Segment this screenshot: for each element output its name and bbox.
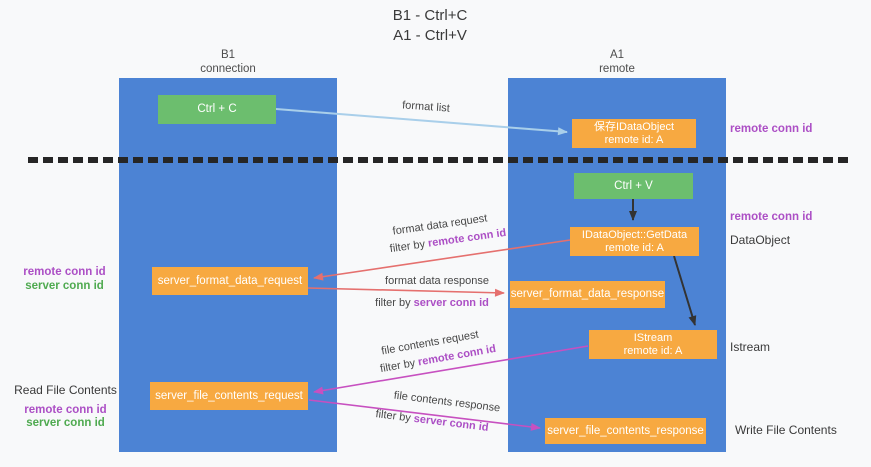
annotation-istream: Istream [730, 340, 771, 354]
label-format-list-text: format list [401, 99, 451, 115]
annotation-format-server-conn-id: server conn id [25, 279, 104, 292]
filter-prefix: filter by [379, 356, 420, 376]
node-save-idataobject-line2: remote id: A [604, 133, 664, 146]
node-ctrl-c: Ctrl + C [158, 95, 276, 124]
node-save-idataobject: 保存IDataObject remote id: A [572, 119, 696, 148]
filter-prefix: filter by [389, 237, 429, 256]
node-save-idataobject-line1: 保存IDataObject [593, 120, 675, 133]
lane-header-b1: B1 connection [119, 48, 337, 76]
annotation-format-remote-conn-id: remote conn id [23, 266, 106, 278]
annotation-dataobject: DataObject [730, 233, 791, 247]
dashed-separator-line [28, 157, 850, 163]
node-server-format-data-request: server_format_data_request [152, 267, 308, 295]
node-ctrl-c-label: Ctrl + C [197, 103, 237, 115]
node-istream-line1: IStream [633, 331, 673, 344]
node-format-response-label: server_format_data_response [510, 288, 665, 300]
node-ctrl-v-label: Ctrl + V [614, 179, 653, 192]
label-file-response-filter: filter by server conn id [375, 408, 489, 434]
annotation-file-server-conn-id: server conn id [26, 417, 105, 429]
lane-header-a1: A1 remote [508, 48, 726, 76]
annotation-read-file-contents: Read File Contents [14, 383, 117, 397]
node-idataobject-getdata: IDataObject::GetData remote id: A [570, 227, 699, 256]
diagram-title: B1 - Ctrl+C A1 - Ctrl+V [280, 6, 580, 46]
filter-server-conn-id: server conn id [413, 412, 490, 434]
annotation-file-remote-conn-id: remote conn id [24, 403, 107, 416]
label-file-contents-response-text: file contents response [393, 389, 501, 415]
annotation-getdata-remote-conn-id: remote conn id [730, 211, 813, 223]
node-istream: IStream remote id: A [589, 330, 717, 359]
title-line-1: B1 - Ctrl+C [392, 7, 468, 24]
lane-a1-name: A1 [609, 49, 625, 61]
node-getdata-line1: IDataObject::GetData [581, 228, 688, 241]
node-server-format-data-response: server_format_data_response [510, 281, 665, 308]
title-line-2: A1 - Ctrl+V [393, 27, 467, 44]
annotation-format-conn-ids: remote conn id server conn id [8, 266, 121, 293]
annotation-write-file-contents: Write File Contents [735, 423, 837, 437]
lane-b1-name: B1 [220, 49, 236, 61]
arrow-format-data-response [307, 287, 505, 297]
node-server-file-contents-request: server_file_contents_request [150, 382, 308, 410]
label-format-data-response: format data response [385, 275, 489, 287]
node-format-request-label: server_format_data_request [157, 274, 303, 287]
filter-server-conn-id: server conn id [413, 297, 489, 309]
node-file-request-label: server_file_contents_request [155, 389, 303, 402]
label-file-contents-response: file contents response [393, 390, 501, 415]
annotation-save-remote-conn-id: remote conn id [730, 123, 813, 135]
label-format-list: format list [402, 99, 450, 114]
node-getdata-line2: remote id: A [605, 241, 664, 254]
lane-a1-role: remote [599, 63, 635, 75]
filter-prefix: filter by [375, 297, 414, 309]
label-format-data-response-text: format data response [385, 275, 489, 287]
node-file-response-label: server_file_contents_response [547, 424, 704, 437]
annotation-read-file-block: Read File Contents remote conn id server… [8, 383, 123, 431]
lane-b1-role: connection [200, 63, 256, 75]
filter-prefix: filter by [374, 408, 415, 425]
label-format-response-filter: filter by server conn id [375, 297, 489, 309]
node-ctrl-v: Ctrl + V [574, 173, 693, 199]
node-istream-line2: remote id: A [623, 344, 683, 357]
node-server-file-contents-response: server_file_contents_response [545, 418, 706, 444]
